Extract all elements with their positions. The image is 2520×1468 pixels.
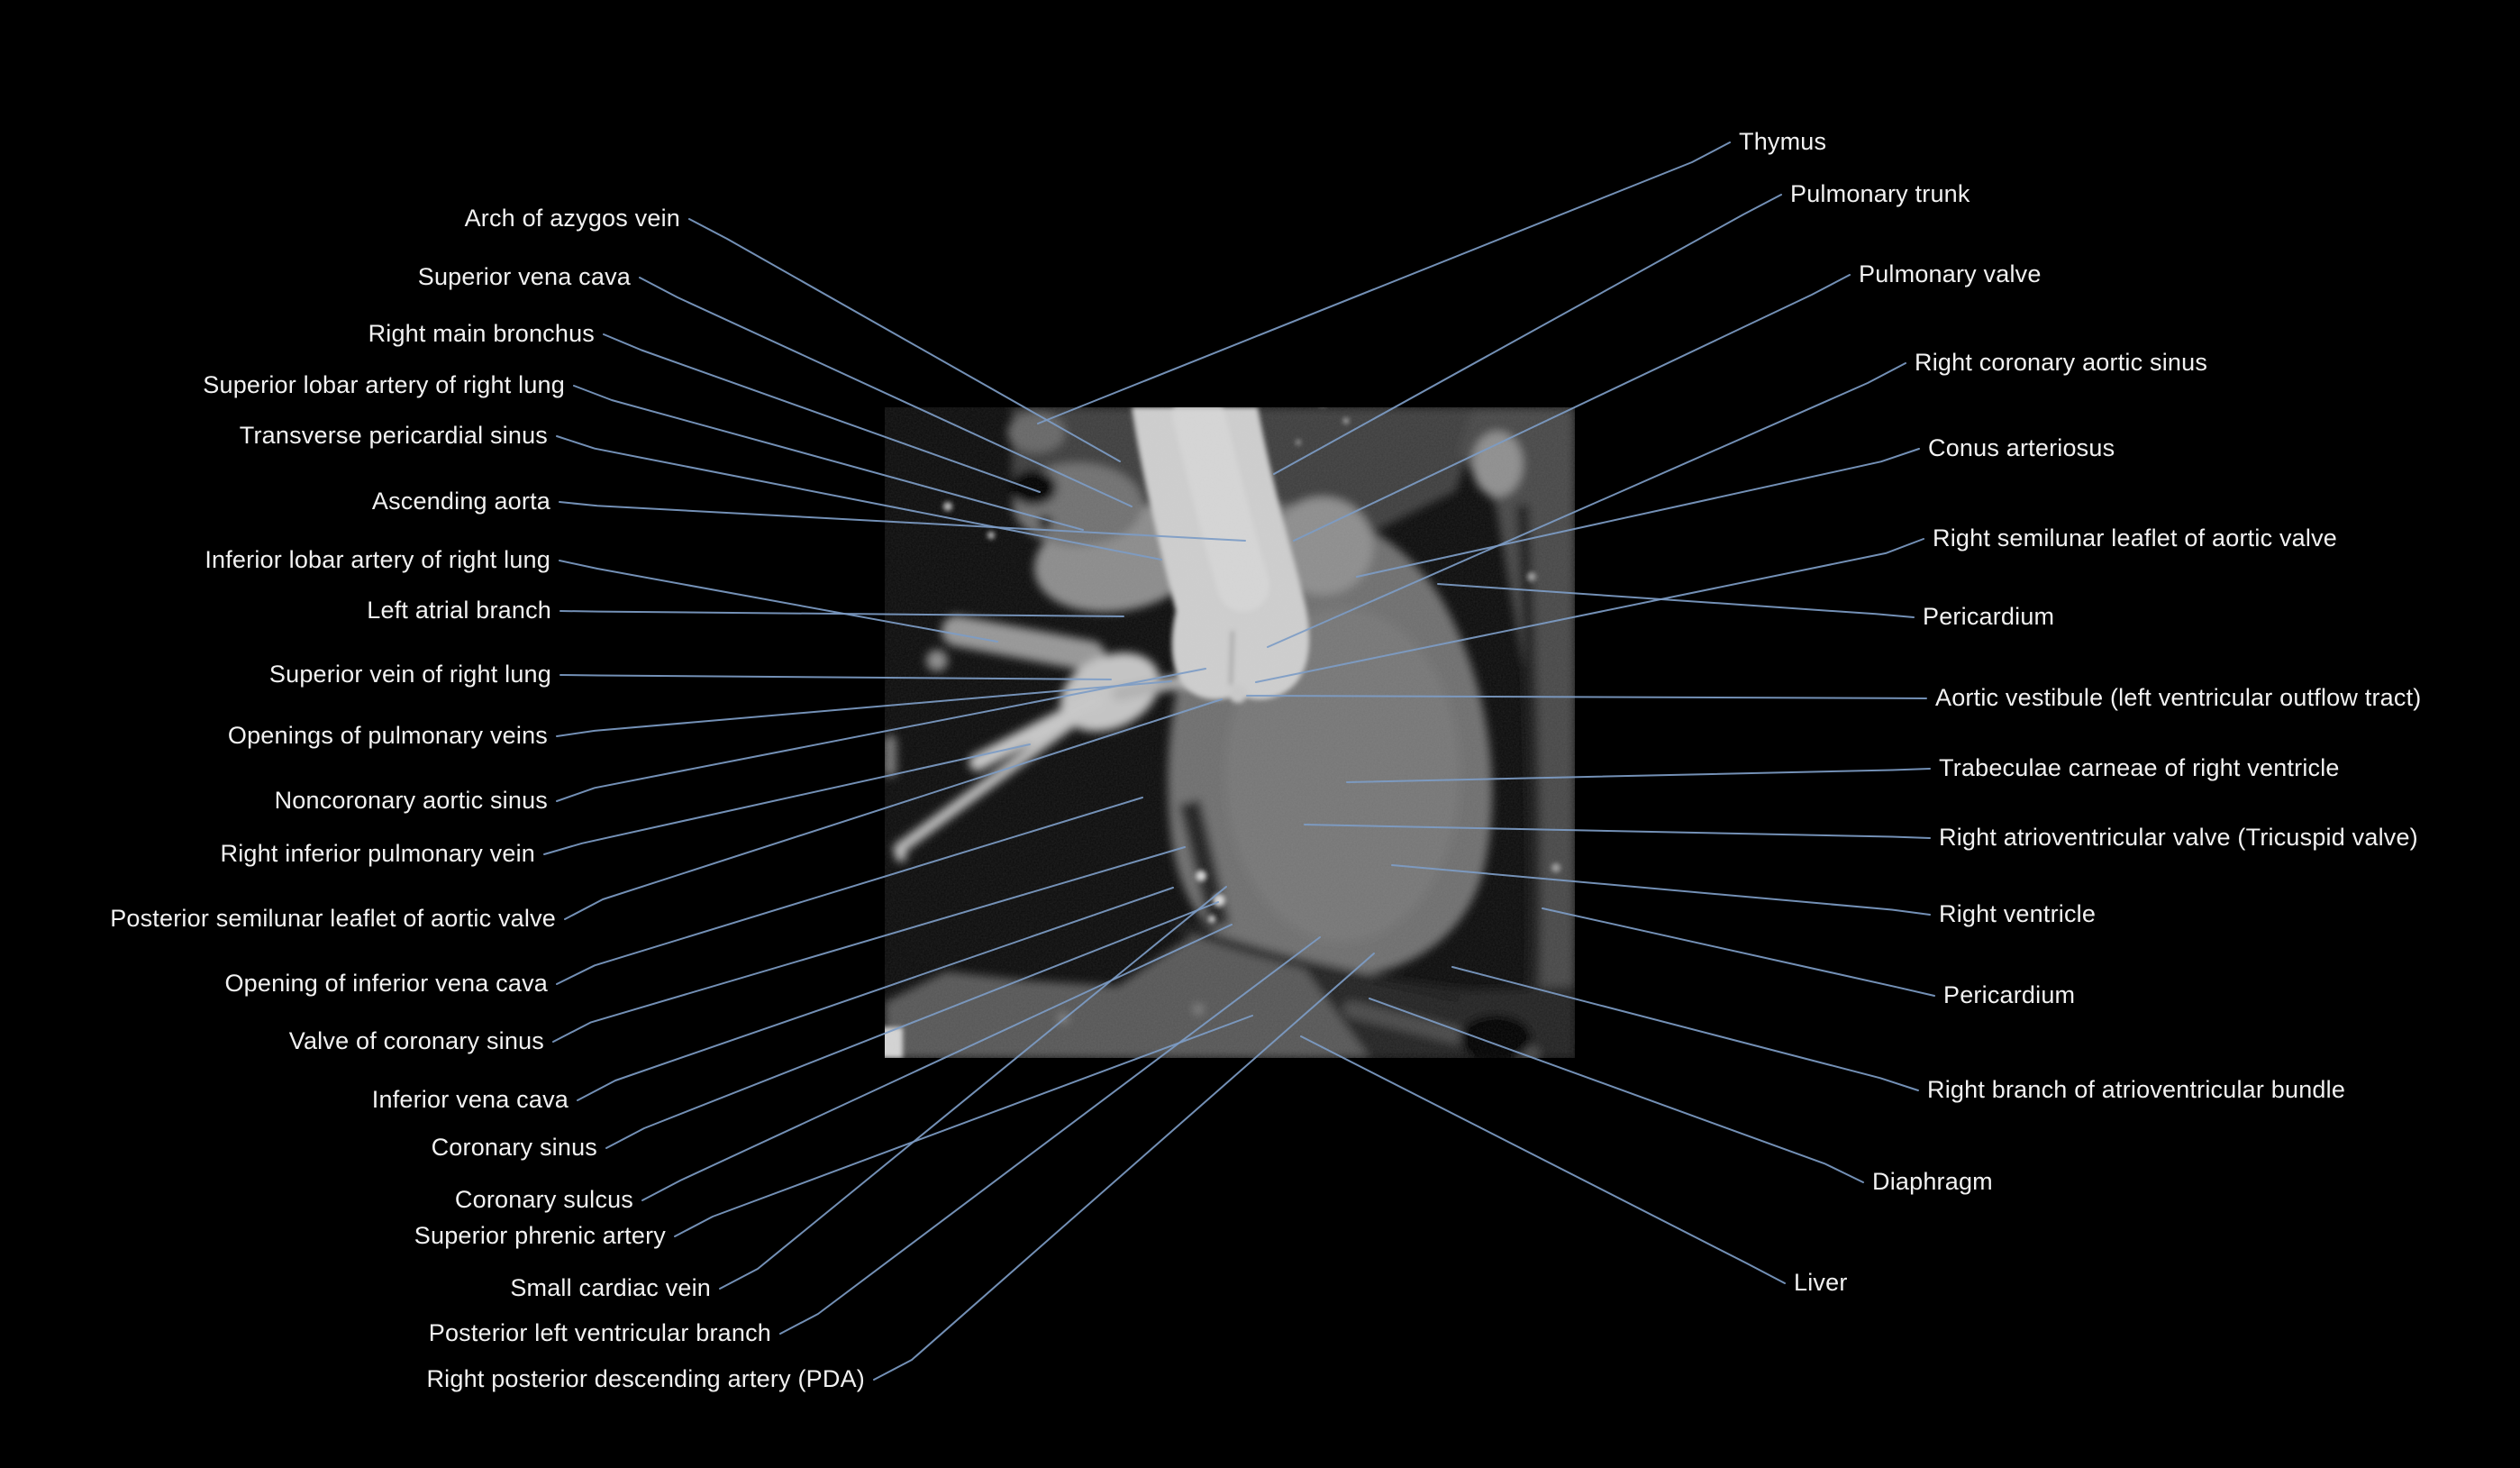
leader-line [1391, 864, 1931, 916]
leader-line [552, 846, 1186, 1043]
anatomy-label: Superior lobar artery of right lung [203, 370, 565, 398]
anatomy-label: Pulmonary trunk [1790, 179, 1970, 207]
leader-line [564, 698, 1223, 920]
anatomy-label: Conus arteriosus [1928, 433, 2115, 461]
anatomy-label: Right main bronchus [368, 319, 595, 347]
leader-line [1346, 768, 1931, 783]
anatomy-label: Opening of inferior vena cava [224, 969, 548, 997]
leader-line [1255, 538, 1924, 683]
anatomy-label: Posterior semilunar leaflet of aortic va… [110, 904, 556, 932]
anatomy-label: Right atrioventricular valve (Tricuspid … [1939, 823, 2418, 851]
anatomy-label: Arch of azygos vein [464, 204, 680, 232]
anatomy-label: Right branch of atrioventricular bundle [1927, 1075, 2346, 1103]
leader-line [779, 936, 1321, 1335]
anatomy-label: Inferior vena cava [371, 1085, 569, 1113]
anatomy-label: Superior phrenic artery [414, 1221, 666, 1249]
anatomy-label: Right inferior pulmonary vein [220, 839, 535, 867]
leader-line [1356, 448, 1920, 578]
leader-line [1273, 194, 1782, 475]
leader-line [873, 953, 1375, 1381]
anatomy-label: Ascending aorta [371, 487, 550, 515]
anatomy-label: Posterior left ventricular branch [428, 1318, 771, 1346]
ct-noise-overlay [885, 407, 1575, 1058]
anatomy-label: Right ventricle [1939, 899, 2097, 927]
anatomy-label: Valve of coronary sinus [288, 1026, 544, 1054]
anatomy-label: Liver [1794, 1268, 1848, 1296]
leader-line [1451, 966, 1919, 1091]
leader-line [1369, 998, 1864, 1183]
ct-image [885, 407, 1575, 1058]
leader-line [1293, 274, 1851, 542]
anatomy-label: Superior vena cava [417, 262, 631, 290]
leader-line [577, 887, 1174, 1101]
anatomy-label: Diaphragm [1872, 1167, 1993, 1195]
anatomy-label: Coronary sinus [431, 1133, 597, 1161]
anatomy-label: Pericardium [1943, 980, 2076, 1008]
anatomy-label: Left atrial branch [367, 596, 551, 624]
leader-line [559, 610, 1124, 617]
anatomy-label: Transverse pericardial sinus [239, 421, 548, 449]
anatomy-label: Small cardiac vein [510, 1273, 711, 1301]
anatomy-label: Trabeculae carneae of right ventricle [1939, 753, 2340, 781]
leader-line [1300, 1035, 1786, 1284]
leader-line [1037, 141, 1731, 424]
leader-line [556, 680, 1172, 737]
leader-line [605, 901, 1219, 1149]
leader-line [559, 560, 998, 643]
leader-line [674, 1015, 1253, 1237]
leader-line [639, 277, 1133, 507]
anatomy-label: Right coronary aortic sinus [1915, 348, 2208, 376]
leader-line [688, 218, 1121, 462]
anatomy-label: Inferior lobar artery of right lung [205, 545, 550, 573]
leader-line [559, 501, 1246, 542]
anatomy-label: Pulmonary valve [1859, 260, 2042, 287]
anatomy-label: Right posterior descending artery (PDA) [426, 1364, 865, 1392]
leader-line [641, 924, 1233, 1201]
anatomy-label: Right semilunar leaflet of aortic valve [1933, 524, 2338, 552]
anatomy-label: Noncoronary aortic sinus [274, 786, 548, 814]
leader-line [603, 333, 1041, 493]
anatomy-label: Pericardium [1923, 602, 2055, 630]
leader-line [556, 668, 1206, 802]
leader-line [543, 743, 1031, 855]
leader-line [1267, 362, 1906, 648]
leader-line [719, 886, 1227, 1290]
leader-line [1304, 824, 1931, 839]
leader-line [573, 385, 1084, 531]
anatomy-label: Openings of pulmonary veins [227, 721, 548, 749]
anatomy-label: Superior vein of right lung [268, 660, 551, 688]
leader-line [556, 797, 1143, 985]
leader-line [559, 674, 1112, 680]
anatomy-label: Thymus [1739, 127, 1827, 155]
leader-lines-layer [543, 141, 1935, 1381]
anatomy-label: Aortic vestibule (left ventricular outfl… [1935, 683, 2422, 711]
leader-line [556, 435, 1162, 561]
anatomy-label: Coronary sulcus [454, 1185, 633, 1213]
leader-line [1542, 907, 1935, 997]
leader-line [1246, 695, 1927, 699]
leader-line [1437, 583, 1915, 618]
